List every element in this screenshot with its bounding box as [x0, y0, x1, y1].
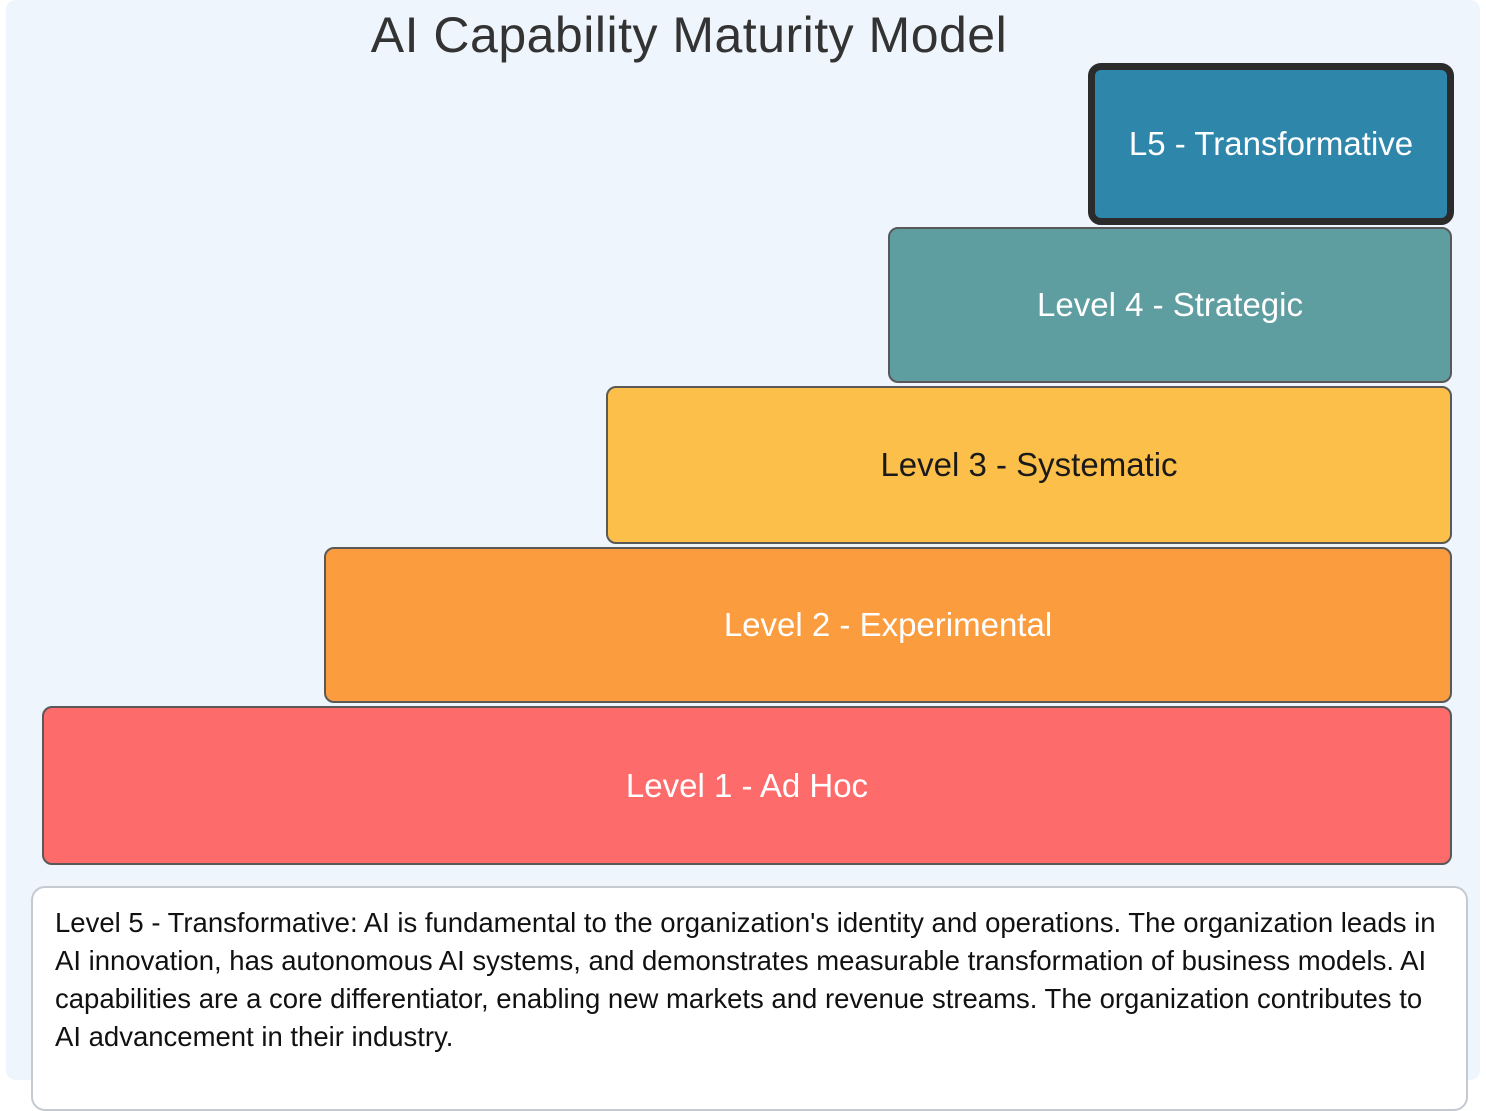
description-panel: Level 5 - Transformative: AI is fundamen… [31, 886, 1468, 1111]
diagram-stage: AI Capability Maturity Model L5 - Transf… [6, 0, 1480, 1111]
description-text: Level 5 - Transformative: AI is fundamen… [55, 907, 1436, 1052]
level-4-bar[interactable]: Level 4 - Strategic [888, 227, 1452, 383]
level-3-bar[interactable]: Level 3 - Systematic [606, 386, 1452, 544]
level-1-label: Level 1 - Ad Hoc [625, 766, 869, 804]
level-4-label: Level 4 - Strategic [1037, 286, 1303, 323]
level-3-label: Level 3 - Systematic [880, 446, 1178, 483]
level-1-bar[interactable]: Level 1 - Ad Hoc [42, 706, 1452, 865]
level-5-bar[interactable]: L5 - Transformative [1088, 63, 1454, 225]
page-title: AI Capability Maturity Model [370, 7, 1008, 63]
level-2-label: Level 2 - Experimental [723, 606, 1053, 643]
level-2-bar[interactable]: Level 2 - Experimental [324, 547, 1452, 703]
level-5-label: L5 - Transformative [1128, 125, 1414, 162]
